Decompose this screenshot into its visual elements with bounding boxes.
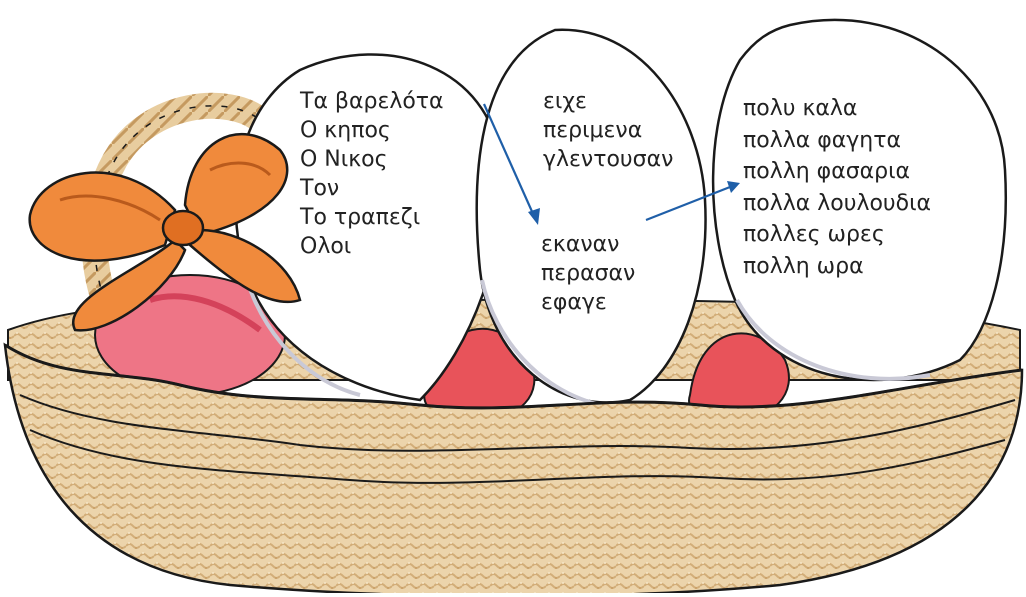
right-egg-word[interactable]: πολυ καλα (743, 93, 931, 125)
right-egg-word[interactable]: πολλα λουλουδια (743, 188, 931, 220)
right-egg-word[interactable]: πολλα φαγητα (743, 125, 931, 157)
left-egg-word[interactable]: Τα βαρελότα (300, 87, 444, 116)
middle-egg-word[interactable]: ειχε (543, 87, 673, 116)
middle-egg-word[interactable]: περασαν (541, 259, 635, 288)
middle-egg-word[interactable]: περιμενα (543, 116, 673, 145)
right-egg-words: πολυ καλα πολλα φαγητα πολλη φασαρια πολ… (743, 93, 931, 282)
right-egg-word[interactable]: πολλη φασαρια (743, 156, 931, 188)
left-egg-word[interactable]: Το τραπεζι (300, 203, 444, 232)
left-egg-word[interactable]: Ο Νικος (300, 145, 444, 174)
left-egg-word[interactable]: Ο κηπος (300, 116, 444, 145)
right-egg-word[interactable]: πολλη ωρα (743, 251, 931, 283)
middle-egg-words-bottom: εκαναν περασαν εφαγε (541, 230, 635, 317)
left-egg-word[interactable]: Τον (300, 174, 444, 203)
right-egg-word[interactable]: πολλες ωρες (743, 219, 931, 251)
left-egg-word[interactable]: Ολοι (300, 232, 444, 261)
middle-egg-word[interactable]: γλεντουσαν (543, 145, 673, 174)
middle-egg-word[interactable]: εκαναν (541, 230, 635, 259)
left-egg-words: Τα βαρελότα Ο κηπος Ο Νικος Τον Το τραπε… (300, 87, 444, 261)
middle-egg-words-top: ειχε περιμενα γλεντουσαν (543, 87, 673, 174)
middle-egg-word[interactable]: εφαγε (541, 288, 635, 317)
